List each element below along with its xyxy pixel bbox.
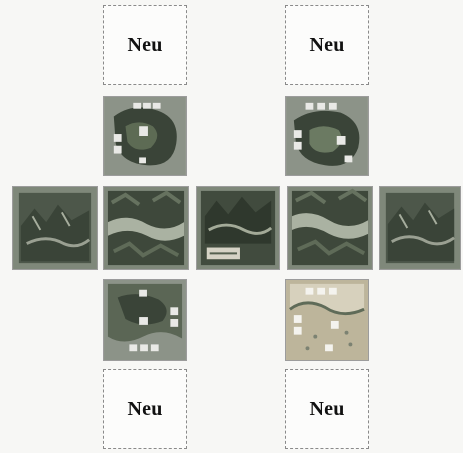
terrain-tile-row3-5[interactable] <box>379 186 461 270</box>
mountain-river-icon <box>288 187 372 269</box>
coast-forest-icon <box>104 280 186 360</box>
new-tile-slot-top-right[interactable]: Neu <box>285 5 369 85</box>
new-tile-slot-bottom-left[interactable]: Neu <box>103 369 187 449</box>
island-forest-icon <box>286 97 368 175</box>
slot-label: Neu <box>309 398 344 421</box>
slot-label: Neu <box>127 34 162 57</box>
terrain-tile-coast-right[interactable] <box>285 279 369 361</box>
mountain-river-icon <box>104 187 188 269</box>
terrain-tile-center[interactable] <box>196 186 280 270</box>
terrain-tile-row3-1[interactable] <box>12 186 98 270</box>
terrain-tile-row3-2[interactable] <box>103 186 189 270</box>
new-tile-slot-top-left[interactable]: Neu <box>103 5 187 85</box>
terrain-tile-island-left[interactable] <box>103 96 187 176</box>
terrain-tile-row3-4[interactable] <box>287 186 373 270</box>
mountain-center-icon <box>197 187 279 269</box>
terrain-tile-island-right[interactable] <box>285 96 369 176</box>
mountain-icon <box>380 187 460 269</box>
new-tile-slot-bottom-right[interactable]: Neu <box>285 369 369 449</box>
island-forest-icon <box>104 97 186 175</box>
slot-label: Neu <box>309 34 344 57</box>
terrain-tile-coast-left[interactable] <box>103 279 187 361</box>
mountain-icon <box>13 187 97 269</box>
slot-label: Neu <box>127 398 162 421</box>
coast-sand-icon <box>286 280 368 360</box>
